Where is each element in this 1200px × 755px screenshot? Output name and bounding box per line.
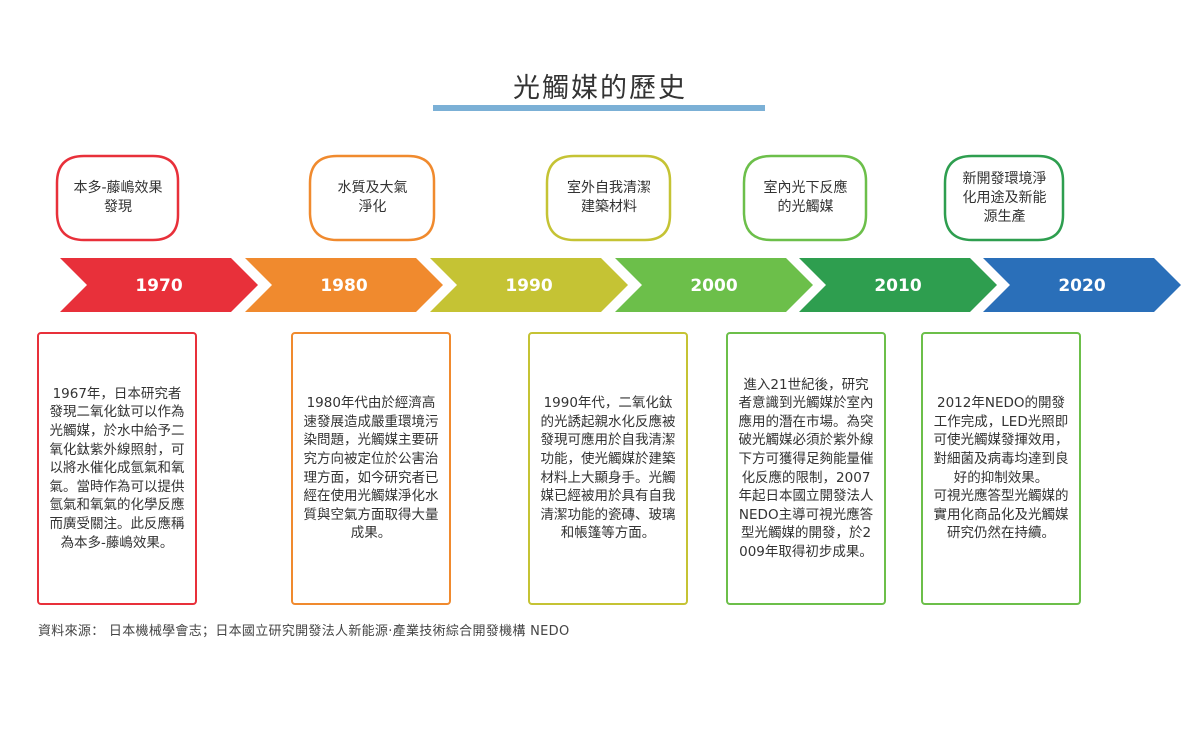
description-text-1970: 1967年，日本研究者發現二氧化鈦可以作為光觸媒，於水中給予二氧化鈦紫外線照射，… bbox=[49, 385, 185, 551]
year-label-2020: 2020 bbox=[1058, 276, 1105, 296]
arrow-2010 bbox=[799, 258, 997, 312]
arrow-2020 bbox=[983, 258, 1181, 312]
description-box-2010: 2012年NEDO的開發工作完成，LED光照即可使光觸媒發揮效用，對細菌及病毒均… bbox=[921, 332, 1081, 605]
year-label-1980: 1980 bbox=[320, 276, 367, 296]
description-box-2000: 進入21世紀後，研究者意識到光觸媒於室內應用的潛在市場。為突破光觸媒必須於紫外線… bbox=[726, 332, 886, 605]
source-note: 資料來源： 日本機械學會志；日本國立研究開發法人新能源·產業技術綜合開發機構 N… bbox=[38, 624, 570, 639]
milestone-bubble-2 bbox=[308, 154, 436, 242]
milestone-bubble-4 bbox=[742, 154, 868, 242]
arrow-1970 bbox=[60, 258, 258, 312]
description-box-1990: 1990年代，二氧化鈦的光誘起親水化反應被發現可應用於自我清潔功能，使光觸媒於建… bbox=[528, 332, 688, 605]
milestone-bubble-3 bbox=[545, 154, 672, 242]
description-text-2000: 進入21世紀後，研究者意識到光觸媒於室內應用的潛在市場。為突破光觸媒必須於紫外線… bbox=[738, 376, 874, 560]
year-label-1970: 1970 bbox=[135, 276, 182, 296]
description-box-1980: 1980年代由於經濟高速發展造成嚴重環境污染問題，光觸媒主要研究方向被定位於公害… bbox=[291, 332, 451, 605]
milestone-label-1: 本多-藤嶋效果 發現 bbox=[73, 180, 163, 215]
milestone-bubble-1 bbox=[55, 154, 180, 242]
description-text-1990: 1990年代，二氧化鈦的光誘起親水化反應被發現可應用於自我清潔功能，使光觸媒於建… bbox=[540, 395, 676, 542]
title-underline bbox=[433, 105, 765, 111]
description-text-2010: 2012年NEDO的開發工作完成，LED光照即可使光觸媒發揮效用，對細菌及病毒均… bbox=[933, 395, 1069, 542]
arrow-1990 bbox=[430, 258, 628, 312]
arrow-2000 bbox=[615, 258, 813, 312]
milestone-label-3: 室外自我清潔 建築材料 bbox=[567, 180, 651, 215]
description-box-1970: 1967年，日本研究者發現二氧化鈦可以作為光觸媒，於水中給予二氧化鈦紫外線照射，… bbox=[37, 332, 197, 605]
description-text-1980: 1980年代由於經濟高速發展造成嚴重環境污染問題，光觸媒主要研究方向被定位於公害… bbox=[303, 395, 439, 542]
year-label-1990: 1990 bbox=[505, 276, 552, 296]
milestone-label-4: 室內光下反應 的光觸媒 bbox=[763, 180, 848, 215]
page-title: 光觸媒的歷史 bbox=[513, 73, 687, 104]
milestone-bubble-5 bbox=[943, 154, 1065, 242]
arrow-1980 bbox=[245, 258, 443, 312]
milestone-label-5: 新開發環境淨 化用途及新能 源生產 bbox=[962, 170, 1047, 225]
year-label-2010: 2010 bbox=[874, 276, 921, 296]
milestone-label-2: 水質及大氣 淨化 bbox=[337, 180, 408, 215]
year-label-2000: 2000 bbox=[690, 276, 737, 296]
